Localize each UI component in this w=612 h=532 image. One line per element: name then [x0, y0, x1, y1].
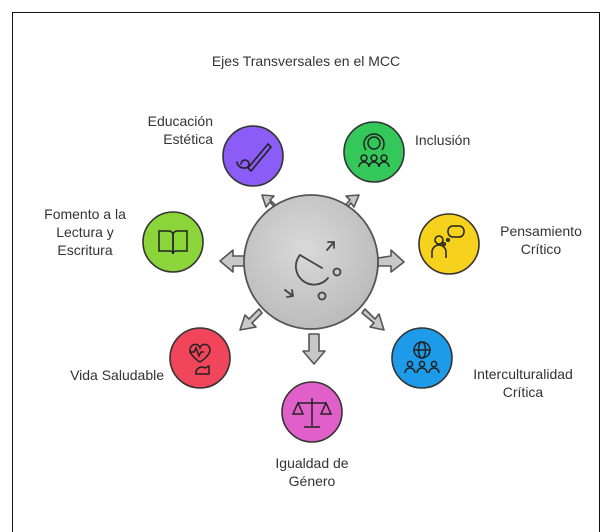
arrow-right: [377, 249, 405, 273]
label-interculturalidad-critica: Interculturalidad Crítica: [473, 366, 573, 400]
label-igualdad-genero: Igualdad de Género: [275, 455, 349, 489]
node-fomento-lectura: [142, 211, 204, 273]
arrow-down: [302, 333, 326, 365]
label-pensamiento-critico: Pensamiento Crítico: [500, 223, 582, 257]
arrow-down-left: [239, 308, 263, 331]
globe-people-icon: [404, 341, 440, 374]
scale-icon: [291, 398, 333, 428]
cycle-icon: [284, 241, 342, 301]
label-inclusion: Inclusión: [415, 132, 471, 148]
brush-icon: [236, 142, 273, 173]
diagram-title: Ejes Transversales en el MCC: [211, 53, 401, 69]
book-icon: [158, 230, 188, 255]
label-vida-saludable: Vida Saludable: [70, 367, 164, 383]
node-interculturalidad-critica: [391, 327, 453, 389]
speech-bubble-icon: [431, 225, 465, 258]
node-pensamiento-critico: [418, 213, 480, 275]
node-inclusion: [343, 121, 405, 183]
node-vida-saludable: [169, 327, 231, 389]
label-educacion-estetica: Educación Estética: [147, 113, 213, 147]
label-fomento-lectura: Fomento a la Lectura y Escritura: [44, 206, 126, 258]
node-igualdad-genero: [281, 381, 343, 443]
node-educacion-estetica: [222, 125, 284, 187]
heart-arm-icon: [189, 343, 211, 375]
arrow-down-right: [361, 308, 385, 331]
people-icon: [358, 133, 390, 168]
arrow-left: [219, 249, 247, 273]
